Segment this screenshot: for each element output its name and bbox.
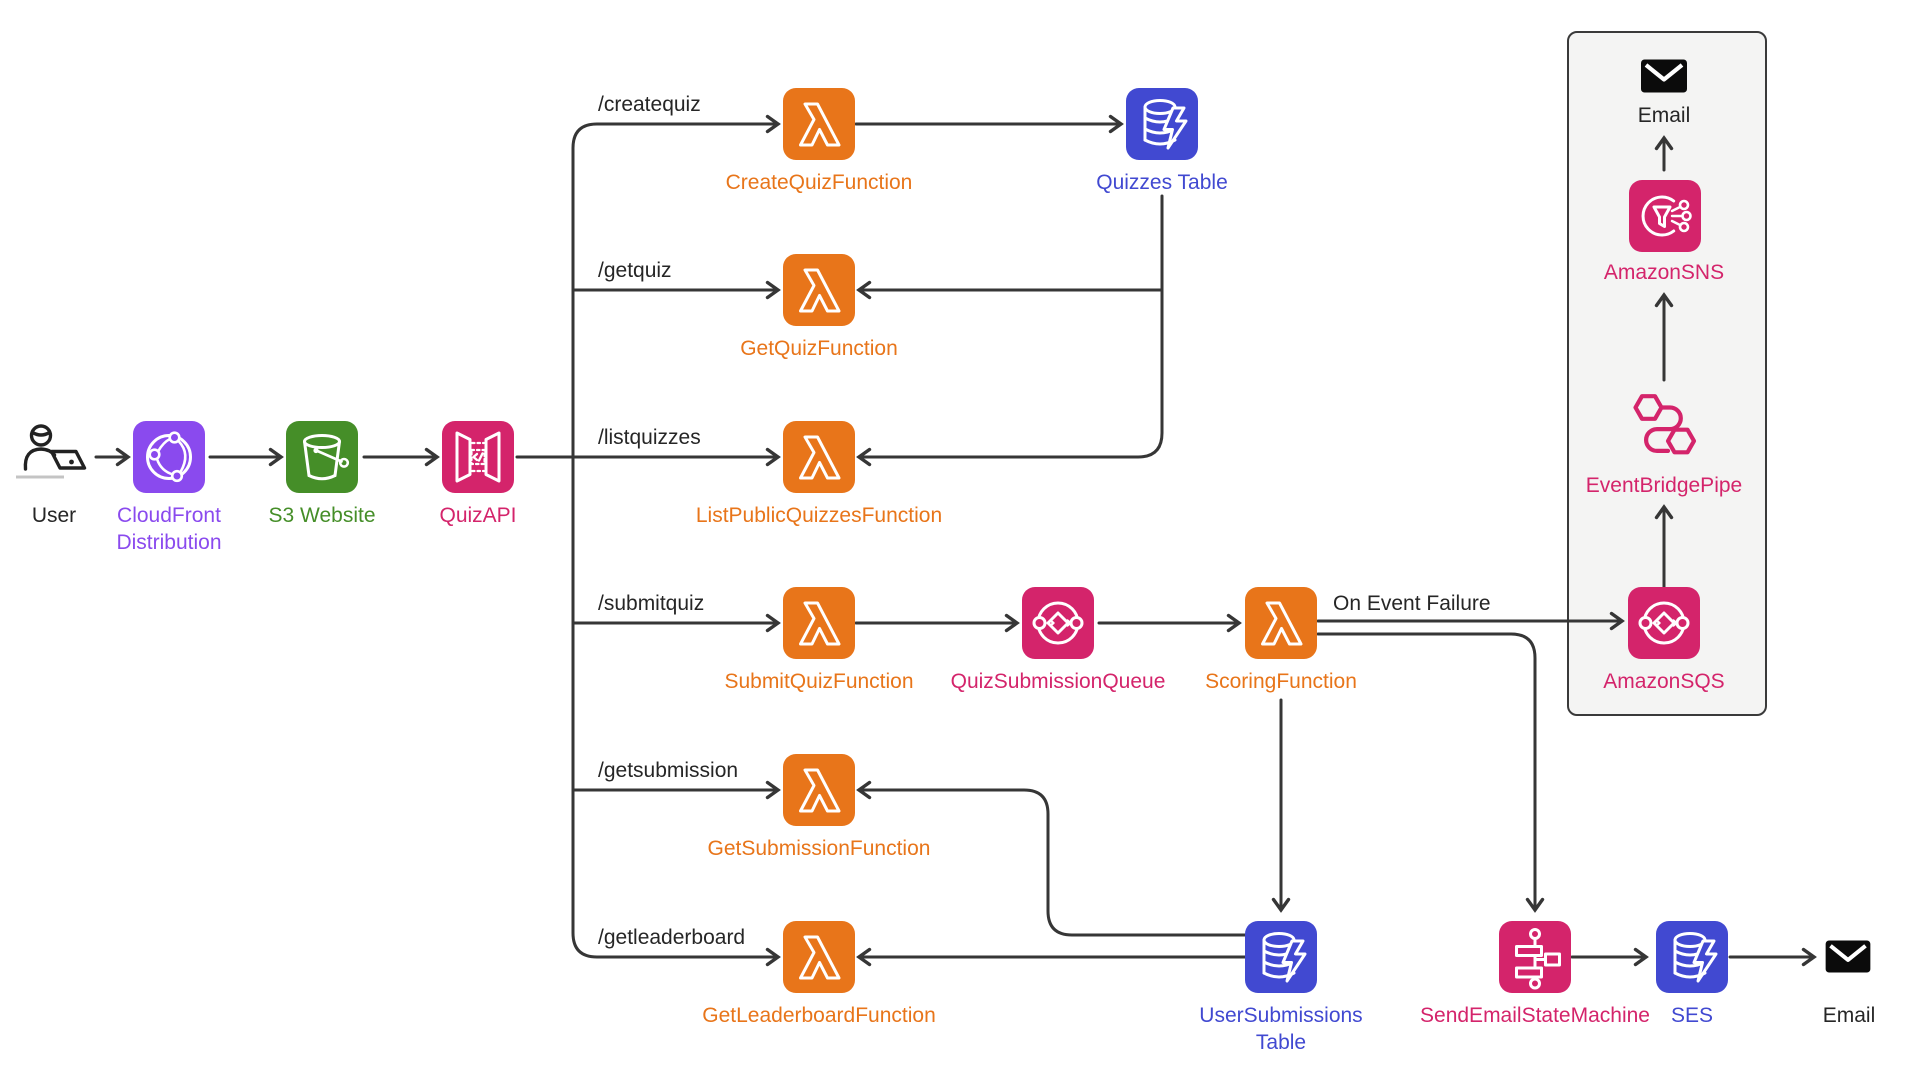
cloudfront-icon <box>133 421 205 493</box>
amazonsns-label: AmazonSNS <box>1603 261 1725 284</box>
sendemailstatemachine-label: SendEmailStateMachine <box>1420 1004 1650 1027</box>
getsubmissionfunction-label: GetSubmissionFunction <box>707 837 931 860</box>
sqs-icon-amazonsqs <box>1628 587 1700 659</box>
submitquizfunction-label: SubmitQuizFunction <box>724 670 914 693</box>
lambda-icon-submitquiz <box>783 587 855 659</box>
sqs-icon-quizsubmissionqueue <box>1022 587 1094 659</box>
getquizfunction-label: GetQuizFunction <box>740 337 898 360</box>
on-event-failure-label: On Event Failure <box>1333 592 1491 615</box>
dynamodb-icon-usersubmissions <box>1245 921 1317 993</box>
lambda-icon-getsubmission <box>783 754 855 826</box>
quizsubmissionqueue-label: QuizSubmissionQueue <box>950 670 1166 693</box>
route-createquiz: /createquiz <box>598 93 701 116</box>
eventbridgepipe-label: EventBridgePipe <box>1585 474 1743 497</box>
route-getleaderboard: /getleaderboard <box>598 926 746 949</box>
eventbridge-pipes-icon <box>1627 388 1703 464</box>
email-icon-top <box>1640 58 1688 94</box>
createquizfunction-label: CreateQuizFunction <box>725 171 913 194</box>
edge-scoringfn-sendemailstatemachine <box>1316 632 1545 913</box>
email-icon-bottom <box>1824 939 1872 974</box>
lambda-icon-scoring <box>1245 587 1317 659</box>
route-getquiz: /getquiz <box>598 259 672 282</box>
email-top-label: Email <box>1637 104 1691 127</box>
ses-icon <box>1656 921 1728 993</box>
edge-usersubmissions-getsubmissionfn <box>856 780 1247 937</box>
user-icon <box>14 422 92 490</box>
lambda-icon-createquiz <box>783 88 855 160</box>
cloudfront-label-line2: Distribution <box>116 531 222 554</box>
listpublicquizzesfunction-label: ListPublicQuizzesFunction <box>695 504 943 527</box>
route-getsubmission: /getsubmission <box>598 759 739 782</box>
dynamodb-icon-quizzes <box>1126 88 1198 160</box>
s3-bucket-icon <box>286 421 358 493</box>
usersubmissions-label-line1: UserSubmissions <box>1199 1004 1363 1027</box>
lambda-icon-getquiz <box>783 254 855 326</box>
quizapi-label: QuizAPI <box>439 504 517 527</box>
amazonsqs-label: AmazonSQS <box>1603 670 1725 693</box>
s3-label: S3 Website <box>268 504 376 527</box>
sns-icon <box>1629 180 1701 252</box>
scoringfunction-label: ScoringFunction <box>1205 670 1357 693</box>
lambda-icon-listquizzes <box>783 421 855 493</box>
edge-quizzestable-listquizzesfn <box>856 194 1164 467</box>
lambda-icon-getleaderboard <box>783 921 855 993</box>
route-submitquiz: /submitquiz <box>598 592 705 615</box>
api-gateway-icon <box>442 421 514 493</box>
user-label: User <box>31 504 77 527</box>
edge-trunk-createquiz <box>571 114 781 459</box>
usersubmissions-label-line2: Table <box>1255 1031 1307 1054</box>
cloudfront-label-line1: CloudFront <box>117 504 221 527</box>
route-listquizzes: /listquizzes <box>598 426 701 449</box>
step-functions-icon <box>1499 921 1571 993</box>
edge-trunk-getleaderboard <box>571 455 781 967</box>
email-bottom-label: Email <box>1822 1004 1876 1027</box>
ses-label: SES <box>1670 1004 1714 1027</box>
quizzestable-label: Quizzes Table <box>1096 171 1228 194</box>
getleaderboardfunction-label: GetLeaderboardFunction <box>702 1004 936 1027</box>
